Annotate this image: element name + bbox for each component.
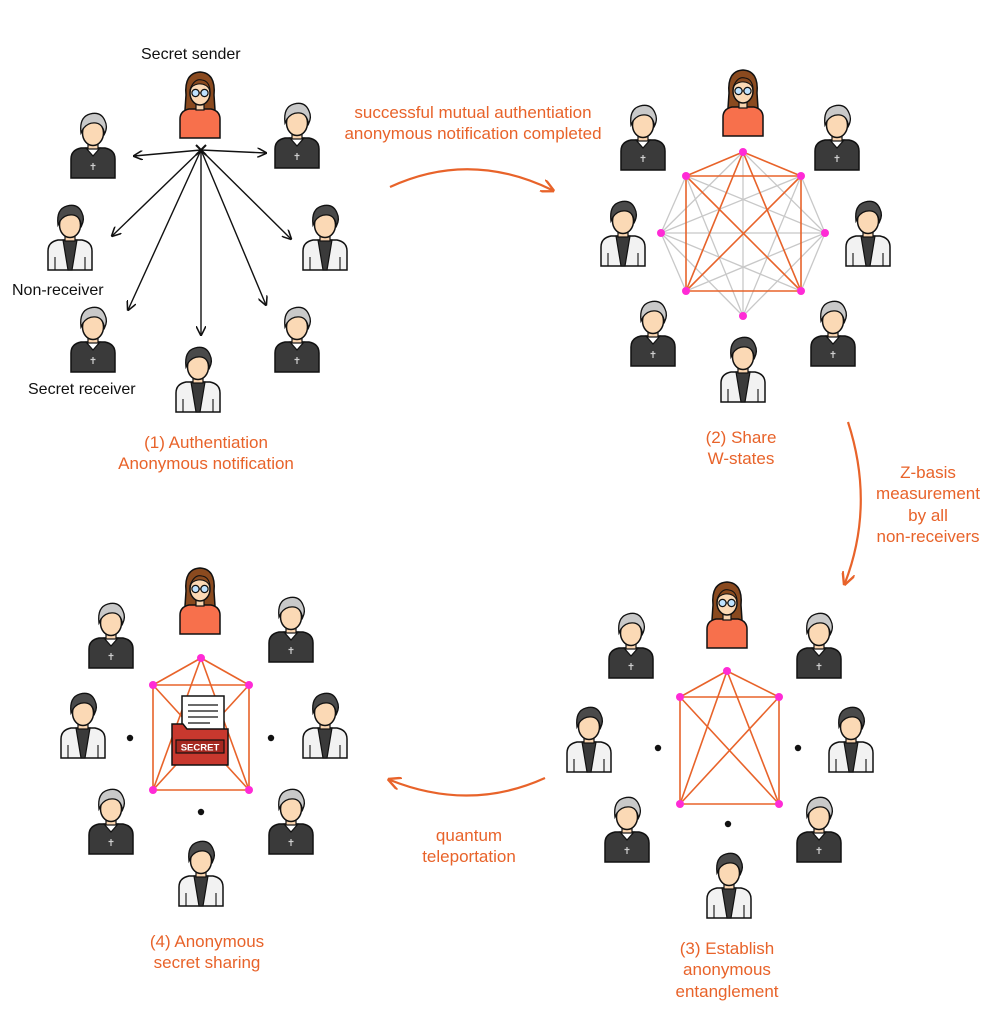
- person-icon: [274, 102, 320, 169]
- person-icon: [828, 706, 874, 773]
- person-icon: [600, 200, 646, 267]
- step-3-line2: anonymous: [683, 960, 771, 980]
- transition-1-caption: successful mutual authentiation anonymou…: [344, 102, 601, 145]
- secret-receiver-label: Secret receiver: [28, 381, 136, 398]
- transition-2-caption: Z-basis measurement by all non-receivers: [876, 462, 980, 547]
- transition-arrow-1-to-2: [389, 168, 552, 190]
- arrow-to-left-top: [134, 149, 202, 156]
- step-3-caption: (3) Establish anonymous entanglement: [675, 938, 778, 1002]
- person-icon: [630, 300, 676, 367]
- person-icon: [706, 852, 752, 919]
- person-icon: [175, 346, 221, 413]
- arrow-to-right-bottom: [200, 149, 266, 305]
- arrow-to-left-mid: [112, 149, 202, 236]
- person-icon: [845, 200, 891, 267]
- person-icon: [47, 204, 93, 271]
- transition-3-line2: teleportation: [422, 847, 516, 867]
- step-2-line1: (2) Share: [705, 428, 777, 447]
- sender-origin-cross: [195, 144, 207, 156]
- person-icon: [302, 692, 348, 759]
- notification-arrows: [112, 150, 291, 335]
- person-icon: [268, 596, 314, 663]
- step-4-line2: secret sharing: [153, 953, 261, 973]
- person-icon: [608, 612, 654, 679]
- person-icon: [60, 692, 106, 759]
- step-2-caption: (2) Share W-states: [706, 427, 777, 470]
- person-icon: [70, 112, 116, 179]
- transition-2-line4: non-receivers: [876, 526, 980, 546]
- transition-3-caption: quantum teleportation: [422, 825, 516, 868]
- person-icon: [302, 204, 348, 271]
- transition-1-line1: successful mutual authentiation: [354, 103, 592, 122]
- person-icon: [88, 788, 134, 855]
- step-4-caption: (4) Anonymous secret sharing: [150, 931, 264, 974]
- panel-2-share-w-states: [600, 69, 891, 403]
- measured-party-dots: [654, 744, 802, 828]
- sharing-nodes: [149, 654, 253, 794]
- person-icon: [720, 336, 766, 403]
- step-3-line1: (3) Establish: [679, 939, 775, 958]
- step-1-line2: Anonymous notification: [118, 454, 294, 474]
- sender-icon: [179, 71, 221, 139]
- transition-2-line1: Z-basis: [900, 463, 956, 482]
- step-3-line3: entanglement: [675, 981, 779, 1001]
- sender-icon: [722, 69, 764, 137]
- person-icon: [620, 104, 666, 171]
- transition-2-line2: measurement: [876, 484, 980, 504]
- sender-icon: [179, 567, 221, 635]
- person-icon: [796, 796, 842, 863]
- transition-3-line1: quantum: [435, 826, 503, 845]
- step-1-caption: (1) Authentiation Anonymous notification: [118, 432, 294, 475]
- secret-sender-label: Secret sender: [141, 46, 241, 63]
- entanglement-links: [679, 670, 780, 805]
- person-icon: [274, 306, 320, 373]
- transition-2-line3: by all: [908, 505, 948, 525]
- person-icon: [814, 104, 860, 171]
- step-2-line2: W-states: [707, 449, 775, 469]
- panel-3-anonymous-entanglement: [566, 581, 874, 919]
- secret-folder-icon: SECRET: [171, 695, 229, 766]
- non-receiver-label: Non-receiver: [12, 282, 104, 299]
- arrow-to-right-mid: [200, 149, 291, 239]
- secret-folder-text: SECRET: [181, 743, 220, 754]
- person-icon: [88, 602, 134, 669]
- person-icon: [604, 796, 650, 863]
- person-icon: [178, 840, 224, 907]
- person-icon: [268, 788, 314, 855]
- sender-icon: [706, 581, 748, 649]
- step-1-line1: (1) Authentiation: [144, 433, 268, 452]
- person-icon: [796, 612, 842, 679]
- w-state-orange-links: [685, 151, 802, 292]
- step-4-line1: (4) Anonymous: [149, 932, 265, 951]
- transition-arrow-3-to-4: [390, 778, 546, 797]
- arrow-to-left-bottom: [128, 149, 202, 310]
- w-state-nodes: [657, 148, 829, 320]
- panel-1-authentication: [47, 71, 348, 413]
- receiver-icon: [70, 306, 116, 373]
- person-icon: [566, 706, 612, 773]
- measured-party-dots: [126, 734, 275, 816]
- transition-arrow-2-to-3: [845, 421, 862, 583]
- panel-4-secret-sharing: SECRET: [60, 567, 348, 907]
- entanglement-nodes: [676, 667, 783, 808]
- transition-1-line2: anonymous notification completed: [344, 124, 602, 144]
- person-icon: [810, 300, 856, 367]
- arrow-to-right-top: [200, 150, 266, 153]
